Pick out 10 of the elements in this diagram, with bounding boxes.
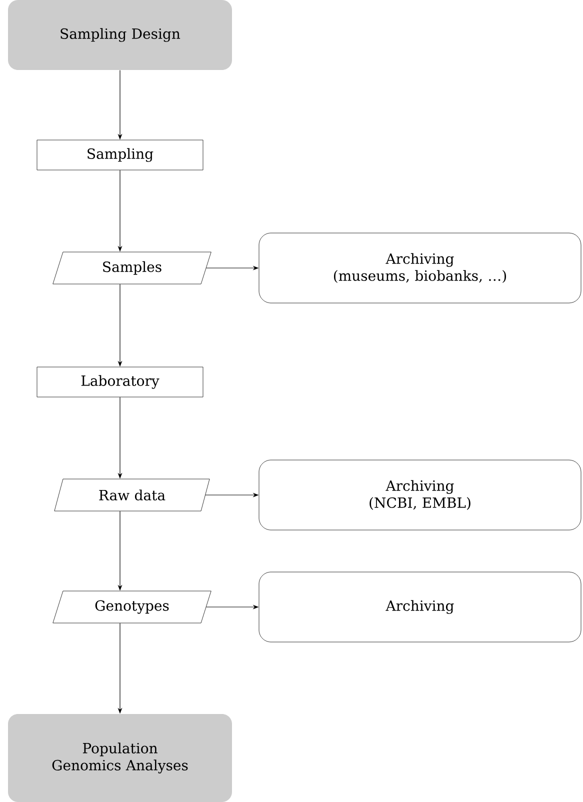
- process-box: Sampling: [36, 140, 204, 170]
- data-parallelogram: Raw data: [54, 478, 210, 512]
- data-parallelogram: Samples: [52, 252, 212, 284]
- process-box: Laboratory: [36, 366, 204, 398]
- terminal-box: Population Genomics Analyses: [8, 714, 232, 802]
- archive-box: Archiving (museums, biobanks, …): [258, 232, 582, 304]
- terminal-box: Sampling Design: [8, 0, 232, 70]
- archive-box: Archiving (NCBI, EMBL): [258, 460, 582, 530]
- archive-box: Archiving: [258, 572, 582, 642]
- data-parallelogram: Genotypes: [52, 590, 212, 624]
